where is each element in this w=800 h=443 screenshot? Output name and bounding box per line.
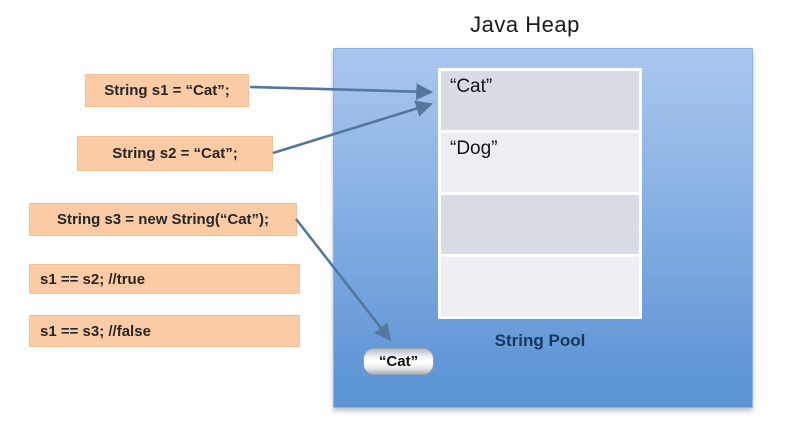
pool-cell-empty-2 <box>441 257 639 316</box>
pool-cell-empty-1 <box>441 195 639 254</box>
java-heap-box: “Cat” “Dog” String Pool “Cat” <box>333 48 753 408</box>
statement-s2-box: String s2 = “Cat”; <box>77 136 273 171</box>
heap-cat-object: “Cat” <box>363 348 434 375</box>
pool-cell-cat: “Cat” <box>441 71 639 130</box>
statement-eq-true-box: s1 == s2; //true <box>29 264 300 294</box>
string-pool-table: “Cat” “Dog” <box>438 68 642 319</box>
page-title: Java Heap <box>470 12 580 37</box>
statement-s3-box: String s3 = new String(“Cat”); <box>29 203 297 236</box>
statement-eq-false-box: s1 == s3; //false <box>29 315 300 347</box>
pool-cell-dog: “Dog” <box>441 133 639 192</box>
statement-s1-box: String s1 = “Cat”; <box>85 74 249 107</box>
string-pool-label: String Pool <box>494 331 586 350</box>
